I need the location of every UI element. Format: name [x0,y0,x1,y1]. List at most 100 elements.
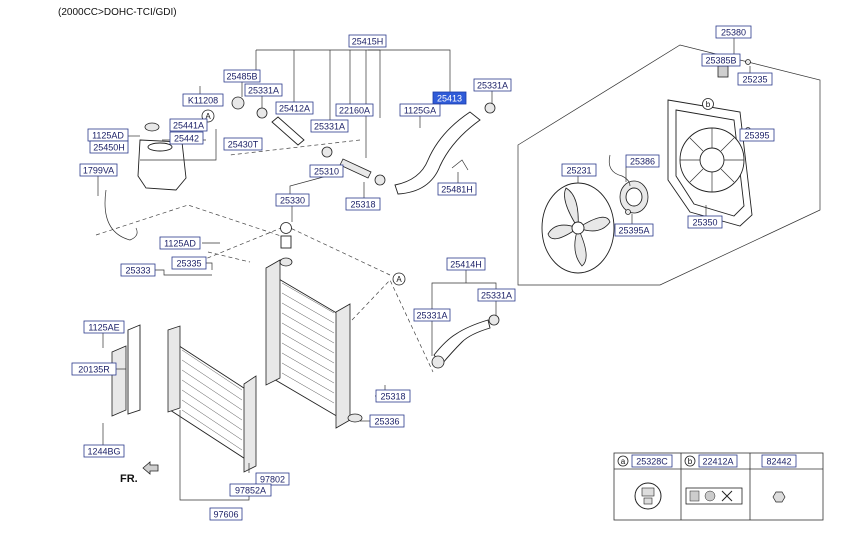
legend-item-b[interactable]: b 22412A [684,454,738,468]
part-label[interactable]: 25380 [715,25,752,39]
dashed-outline [351,279,434,373]
bolt [745,59,751,65]
svg-text:20135R: 20135R [78,365,110,375]
part-label[interactable]: 25430T [223,137,263,151]
part-label[interactable]: 1799VA [79,163,118,177]
svg-text:97606: 97606 [213,510,238,520]
svg-text:K11208: K11208 [188,96,218,106]
part-label[interactable]: 22160A [335,103,374,117]
hose-clamp [431,355,445,369]
svg-text:A: A [396,275,402,284]
part-label[interactable]: 1125GA [399,103,441,117]
circle-marker: A [392,272,406,286]
svg-text:25328C: 25328C [636,457,668,467]
legend-table: a 25328C b 22412A 82442 [613,452,824,521]
part-label[interactable]: 25412A [275,101,314,115]
svg-text:25395: 25395 [744,131,769,141]
part-label[interactable]: 25350 [687,215,723,229]
svg-text:82442: 82442 [766,457,791,467]
legend-item-c[interactable]: 82442 [761,454,797,468]
part-label[interactable]: 25395A [614,223,654,237]
part-label[interactable]: 20135R [71,362,117,376]
resistor [717,65,729,78]
svg-text:b: b [706,100,711,109]
svg-text:25310: 25310 [314,167,339,177]
front-indicator: FR. [120,473,138,485]
part-label[interactable]: 25395 [739,128,775,142]
svg-text:97802: 97802 [260,475,285,485]
svg-text:25395A: 25395A [618,226,649,236]
part-label[interactable]: 1125AD [159,236,201,250]
hose-clamp [374,174,386,186]
part-label[interactable]: 1244BG [83,444,125,458]
part-label[interactable]: 1125AE [83,320,125,334]
svg-text:25333: 25333 [125,266,150,276]
dashed-outline [95,204,288,239]
svg-text:25331A: 25331A [248,86,279,96]
part-label[interactable]: 25331A [413,308,451,322]
coolant-reservoir [104,122,187,241]
svg-text:25350: 25350 [692,218,717,228]
receiver-drier [127,324,141,415]
nut-icon [772,491,786,503]
svg-text:25485B: 25485B [226,72,257,82]
front-arrow-icon [142,461,159,475]
svg-text:25380: 25380 [721,28,746,38]
svg-text:25413: 25413 [437,94,462,104]
svg-text:25450H: 25450H [93,143,125,153]
hose-bracket [451,159,469,171]
upper-hose-short [271,116,305,146]
part-label[interactable]: 97606 [209,507,243,521]
part-label[interactable]: 25450H [89,140,129,154]
part-label[interactable]: 25386 [625,154,660,168]
part-label[interactable]: 25331A [473,78,512,92]
svg-text:25481H: 25481H [441,185,473,195]
part-label[interactable]: 25331A [310,119,349,133]
hose-clamp [256,107,268,119]
svg-text:25331A: 25331A [416,311,447,321]
part-label[interactable]: 25336 [369,414,405,428]
svg-text:1125AD: 1125AD [92,131,124,141]
part-label[interactable]: 25330 [275,193,310,207]
svg-text:22412A: 22412A [702,457,733,467]
part-label[interactable]: 25442 [169,131,204,145]
part-label[interactable]: 25414H [446,257,486,271]
part-label[interactable]: 25235 [737,72,773,86]
part-label[interactable]: 25231 [561,163,597,177]
part-label[interactable]: 25335 [171,256,207,270]
svg-text:b: b [688,457,693,466]
part-label[interactable]: 25318 [375,389,411,403]
upper-hose-long [394,111,481,195]
svg-text:25441A: 25441A [173,121,204,131]
part-label[interactable]: 25333 [120,263,156,277]
condenser-bracket [111,345,127,417]
part-label[interactable]: 1125AD [87,128,129,142]
svg-text:97852A: 97852A [235,486,266,496]
part-label[interactable]: K11208 [182,93,224,107]
part-label[interactable]: 25310 [309,164,344,178]
svg-text:25231: 25231 [566,166,591,176]
part-label[interactable]: 97802 [255,472,290,486]
part-label[interactable]: 25441A [169,118,208,132]
part-label[interactable]: 25481H [437,182,477,196]
bypass-pipe [339,158,372,179]
svg-text:22160A: 22160A [339,106,370,116]
part-label[interactable]: 25415H [348,34,387,48]
svg-text:25336: 25336 [374,417,399,427]
part-label[interactable]: 25331A [244,83,283,97]
hose-clamp [488,314,500,326]
part-label[interactable]: 25485B [223,69,261,83]
dashed-outline [229,139,361,156]
legend-item-a[interactable]: a 25328C [617,454,673,468]
part-label[interactable]: 97852A [229,483,272,497]
part-label[interactable]: 25331A [477,288,516,302]
hose-clamp [484,102,496,114]
svg-text:25412A: 25412A [279,104,310,114]
svg-text:25235: 25235 [742,75,767,85]
svg-text:25318: 25318 [380,392,405,402]
svg-text:25415H: 25415H [352,37,384,47]
part-label[interactable]: 25385B [701,53,741,67]
part-label-selected[interactable]: 25413 [432,91,467,105]
part-label[interactable]: 25318 [345,197,381,211]
